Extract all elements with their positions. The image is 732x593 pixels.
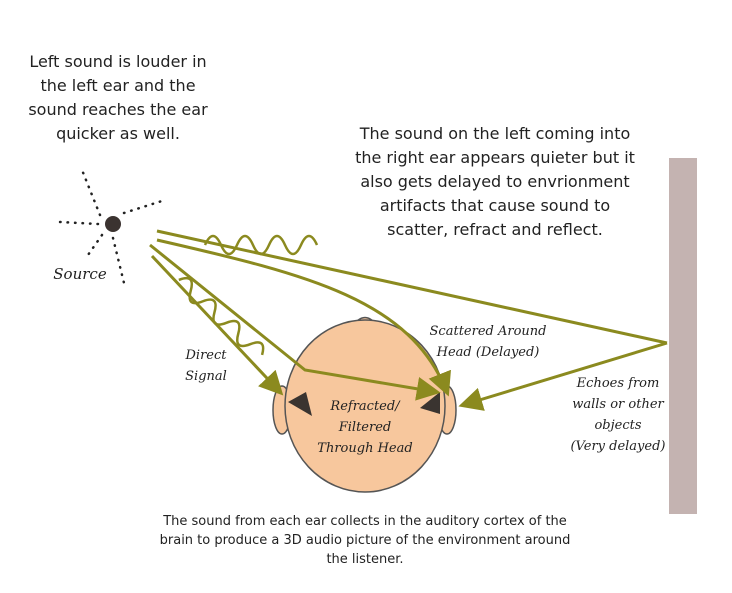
direct-signal-label: Direct Signal (185, 348, 227, 384)
sound-paths (149, 229, 668, 411)
auditory-cortex-note: The sound from each ear collects in the … (159, 514, 571, 567)
sound-source (58, 168, 167, 285)
left-sound-note: Left sound is louder in the left ear and… (28, 52, 208, 143)
refracted-label: Refracted/ Filtered Through Head (317, 399, 413, 456)
wall-ray (156, 229, 668, 345)
scattered-label: Scattered Around Head (Delayed) (429, 324, 547, 360)
source-label: Source (53, 265, 107, 283)
wall (669, 158, 697, 514)
right-ear-note: The sound on the left coming into the ri… (355, 124, 635, 239)
head-circle (284, 319, 446, 493)
refracted-arrow (149, 243, 441, 401)
echo-arrow (458, 341, 668, 411)
left-ear-canal (288, 392, 312, 416)
scattered-arrow (156, 238, 451, 397)
listener-head (272, 316, 457, 493)
wave-upper (203, 234, 319, 256)
wave-direct (178, 276, 265, 356)
echoes-label: Echoes from walls or other objects (Very… (570, 376, 666, 454)
